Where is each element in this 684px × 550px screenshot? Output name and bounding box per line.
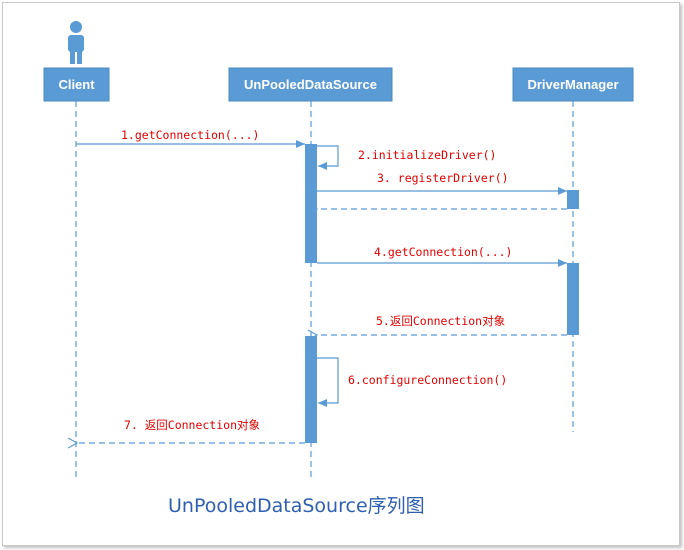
participant-unpooleddatasource: UnPooledDataSource	[228, 67, 393, 102]
message-5-label: 5.返回Connection对象	[376, 314, 505, 328]
message-4-label: 4.getConnection(...)	[374, 245, 512, 259]
activation-unpooled-1	[305, 144, 317, 263]
activation-unpooled-2	[305, 336, 317, 443]
activation-drivermanager-1	[567, 190, 579, 209]
message-2-label: 2.initializeDriver()	[358, 148, 496, 162]
message-1-label: 1.getConnection(...)	[121, 128, 259, 142]
message-6-arrow	[317, 357, 339, 407]
participant-client: Client	[43, 67, 110, 102]
participant-client-label: Client	[58, 77, 95, 92]
activation-drivermanager-2	[567, 263, 579, 335]
message-6-label: 6.configureConnection()	[348, 373, 507, 387]
actor-icon	[68, 21, 84, 64]
diagram-caption: UnPooledDataSource序列图	[168, 495, 425, 517]
participant-drivermanager: DriverManager	[512, 67, 634, 102]
participant-drivermanager-label: DriverManager	[527, 77, 618, 92]
message-7-label: 7. 返回Connection对象	[124, 418, 260, 432]
message-3-label: 3. registerDriver()	[377, 171, 509, 185]
participant-unpooleddatasource-label: UnPooledDataSource	[244, 77, 377, 92]
message-2-arrow	[317, 145, 339, 170]
